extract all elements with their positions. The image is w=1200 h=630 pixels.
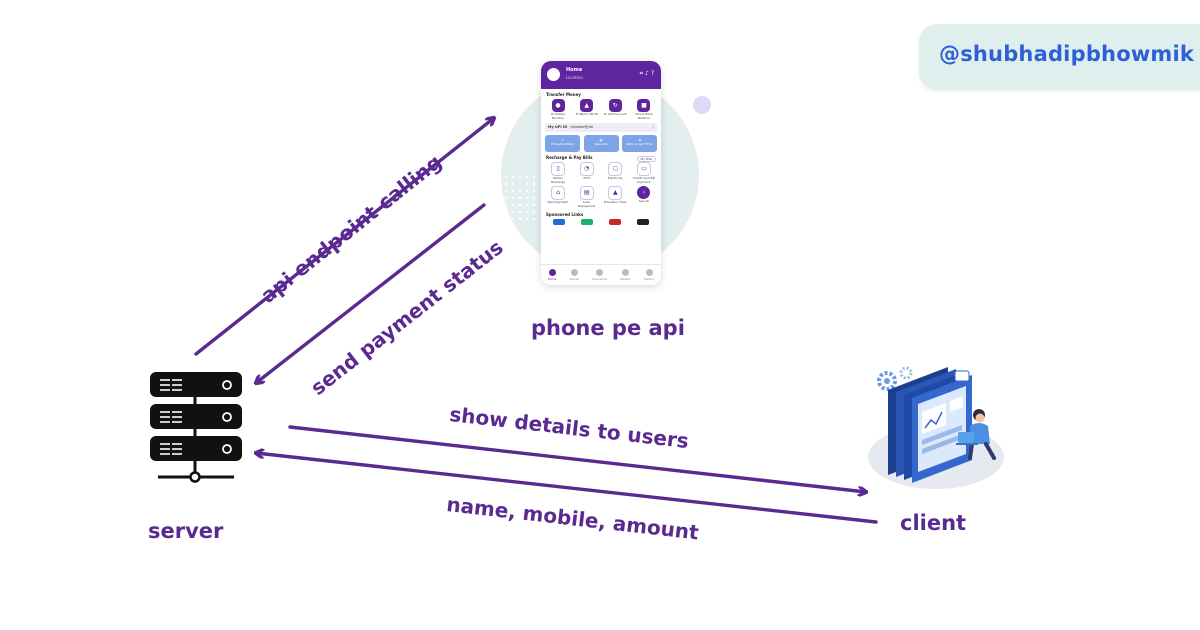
recharge-item: ▯Mobile Recharge <box>546 162 570 184</box>
history-icon <box>645 269 653 276</box>
promo-card: ▣Rewards <box>583 135 619 153</box>
arrow-send-payment-status <box>256 203 486 383</box>
recharge-item: ›See All <box>632 186 656 208</box>
promo-row: ▭PhonePe Wallet ▣Rewards ◀Refer & Get ₹1… <box>545 135 657 153</box>
sponsored-title: Sponsored Links <box>546 211 584 217</box>
qr-icon: ⌗ <box>639 70 645 77</box>
cap-icon: ▲ <box>608 186 623 201</box>
sponsored-logo <box>637 218 649 225</box>
upi-id-value: johndoe@ybl <box>570 125 594 130</box>
bell-icon: ♪ <box>644 70 651 77</box>
transfer-item-label: To Self Account <box>603 112 627 116</box>
recharge-item-label: Loan Repayment <box>578 200 596 208</box>
person-icon: ● <box>551 99 565 112</box>
transfer-item: ↻To Self Account <box>603 99 627 120</box>
recharge-item-label: Education Fees <box>603 200 627 205</box>
nav-history: History <box>644 269 654 281</box>
promo-label: Rewards <box>594 142 608 147</box>
arrow-name-mobile-amount <box>256 453 878 524</box>
home-icon <box>548 269 556 276</box>
arrow-show-details <box>288 425 866 492</box>
card-icon: ▭ <box>636 162 651 177</box>
recharge-item: ▤Loan Repayment <box>575 186 599 208</box>
author-handle-badge: @shubhadipbhowmik <box>919 24 1200 90</box>
phone-home-label: Home <box>566 67 583 73</box>
recharge-item-label: Mobile Recharge <box>550 176 566 184</box>
transfer-item-label: Check Bank Balance <box>635 112 653 120</box>
promo-card: ◀Refer & Get ₹150 <box>622 135 657 153</box>
help-icon: ? <box>650 70 656 77</box>
balance-icon: ■ <box>637 99 651 112</box>
transfer-money-section: Transfer Money ●To Mobile Number ▲To Ban… <box>541 89 661 120</box>
transfer-item-label: To Mobile Number <box>551 112 565 120</box>
sponsored-logo <box>581 218 593 225</box>
recharge-item-label: Rent Payment <box>547 200 569 205</box>
transfer-money-title: Transfer Money <box>546 92 581 97</box>
nav-home: Home <box>548 269 556 281</box>
promo-label: Refer & Get ₹150 <box>626 142 653 147</box>
self-transfer-icon: ↻ <box>608 99 622 112</box>
transfer-item: ■Check Bank Balance <box>632 99 656 120</box>
recharge-item-label: See All <box>638 199 650 204</box>
transfer-item-label: To Bank/ UPI ID <box>575 112 598 116</box>
bank-icon: ▲ <box>580 99 594 112</box>
wallet-icon: ▭ <box>561 138 564 143</box>
mobile-icon: ▯ <box>551 162 565 177</box>
arrow-right-icon: › <box>637 186 651 200</box>
recharge-item: ▭Credit Card Bill Payment <box>632 162 656 184</box>
nav-wealth: Wealth <box>620 269 631 281</box>
client-illustration <box>868 366 1004 489</box>
sponsored-logo <box>609 218 621 225</box>
bulb-icon: ○ <box>608 162 623 177</box>
transfer-item: ▲To Bank/ UPI ID <box>575 99 599 120</box>
node-label-phone-pe-api: phone pe api <box>531 316 685 340</box>
dish-icon: ◔ <box>579 162 594 177</box>
recharge-item: ○Electricity <box>603 162 627 184</box>
sponsored-logo <box>553 218 565 225</box>
recharge-item: ⌂Rent Payment <box>546 186 570 208</box>
loan-icon: ▤ <box>579 186 594 201</box>
phone-header: Home Location ⌗♪? <box>541 61 661 89</box>
phone-location-label: Location <box>566 75 583 80</box>
shield-icon <box>596 269 604 276</box>
recharge-item-label: DTH <box>583 176 590 181</box>
recharge-item-label: Electricity <box>607 176 623 181</box>
header-icons: ⌗♪? <box>640 70 656 78</box>
recharge-section: Recharge & Pay Bills My Bills ▯Mobile Re… <box>541 152 661 208</box>
server-icon <box>150 372 242 483</box>
store-icon <box>570 269 578 276</box>
upi-id-label: My UPI ID <box>548 125 568 130</box>
recharge-title: Recharge & Pay Bills <box>546 155 593 161</box>
nav-insurance: Insurance <box>592 269 607 281</box>
node-label-client: client <box>900 511 967 535</box>
upi-id-row: My UPI ID johndoe@ybl › <box>545 123 657 133</box>
my-bills-chip: My Bills <box>636 155 656 162</box>
house-icon: ⌂ <box>551 186 565 201</box>
phone-bottom-nav: Home Stores Insurance Wealth History <box>541 264 661 285</box>
arrow-api-endpoint-calling <box>194 118 494 356</box>
megaphone-icon: ◀ <box>638 138 641 143</box>
sponsored-links <box>541 217 661 225</box>
nav-stores: Stores <box>570 269 579 281</box>
wealth-icon <box>621 269 629 276</box>
node-label-server: server <box>148 519 224 543</box>
chevron-right-icon: › <box>652 125 654 130</box>
promo-card: ▭PhonePe Wallet <box>545 135 580 153</box>
phonepe-app-mockup: Home Location ⌗♪? Transfer Money ●To Mob… <box>541 61 661 285</box>
gift-icon: ▣ <box>599 138 603 143</box>
recharge-item: ◔DTH <box>575 162 599 184</box>
promo-label: PhonePe Wallet <box>550 142 575 147</box>
recharge-item: ▲Education Fees <box>603 186 627 208</box>
author-handle: @shubhadipbhowmik <box>939 42 1195 66</box>
recharge-item-label: Credit Card Bill Payment <box>632 176 656 184</box>
transfer-item: ●To Mobile Number <box>546 99 570 120</box>
avatar <box>547 68 560 81</box>
